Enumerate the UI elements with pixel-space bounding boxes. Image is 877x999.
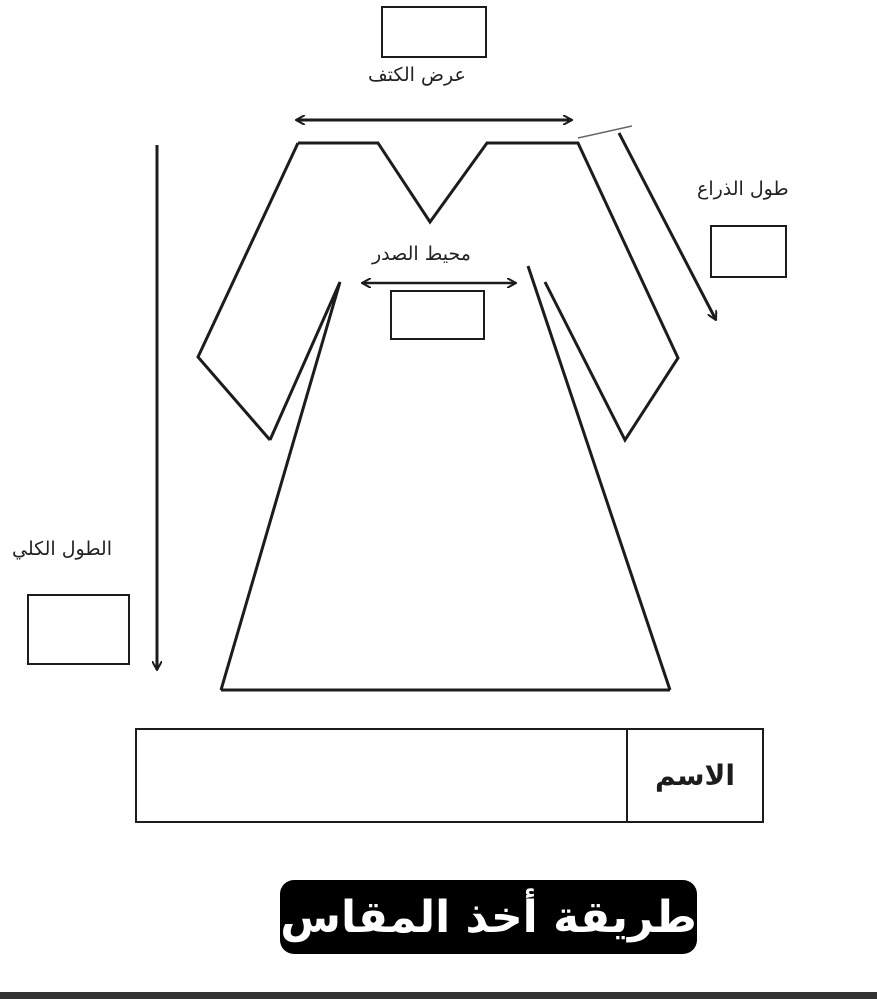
- sleeve-length-input-box[interactable]: [710, 225, 787, 278]
- name-label: الاسم: [655, 759, 735, 792]
- dress-left-side-outline: [219, 281, 342, 691]
- name-input-field[interactable]: [137, 730, 628, 821]
- total-length-input-box[interactable]: [27, 594, 130, 665]
- sleeve-length-label: طول الذراع: [697, 178, 789, 200]
- name-row: الاسم: [135, 728, 764, 823]
- dress-right-side-outline: [526, 265, 672, 691]
- total-length-label: الطول الكلي: [12, 538, 113, 560]
- sleeve-length-arrow: [617, 132, 718, 320]
- dress-right-side-inner: [544, 281, 626, 441]
- chest-circumference-label: محيط الصدر: [372, 243, 471, 265]
- bottom-divider: [0, 992, 877, 999]
- sleeve-guide-line: [577, 125, 633, 139]
- chest-circumference-input-box[interactable]: [390, 290, 485, 340]
- shoulder-width-label: عرض الكتف: [368, 64, 466, 86]
- page-title: طريقة أخذ المقاس: [280, 880, 697, 954]
- dress-bodice-outline: [196, 141, 680, 444]
- shoulder-width-input-box[interactable]: [381, 6, 487, 58]
